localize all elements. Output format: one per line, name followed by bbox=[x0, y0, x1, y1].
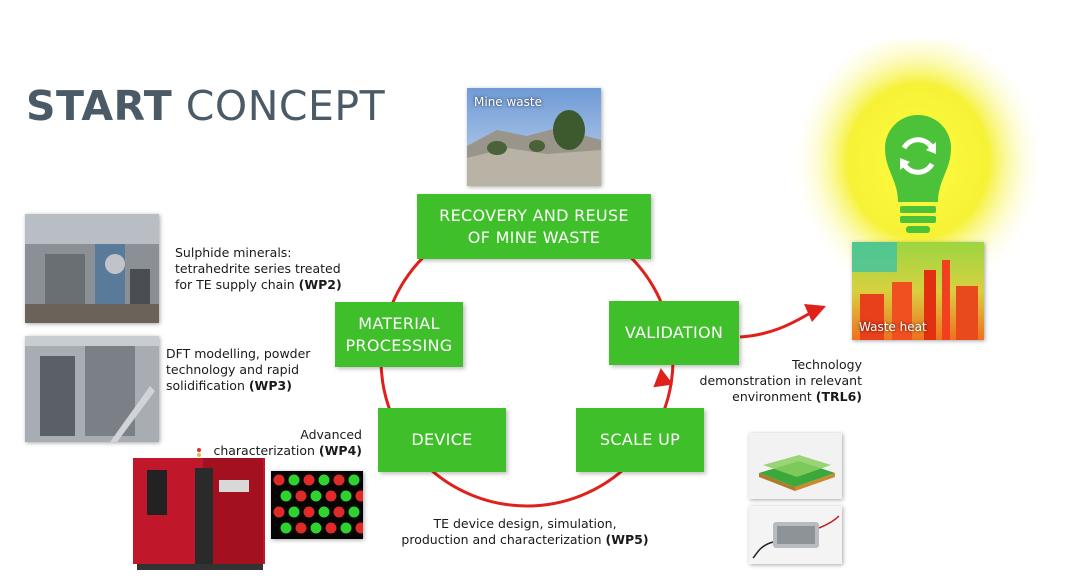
waste-heat-label: Waste heat bbox=[859, 320, 927, 334]
caption-wp4-tag: (WP4) bbox=[318, 443, 362, 458]
mine-waste-label: Mine waste bbox=[474, 95, 542, 109]
caption-wp5-line2: production and characterization bbox=[401, 532, 606, 547]
caption-wp3-line1: DFT modelling, powder bbox=[166, 346, 311, 361]
lattice-dot bbox=[333, 474, 345, 486]
caption-wp3: DFT modelling, powder technology and rap… bbox=[166, 346, 310, 394]
box-device: DEVICE bbox=[378, 408, 506, 472]
box-material-line2: PROCESSING bbox=[345, 335, 453, 355]
lattice-dot bbox=[310, 522, 322, 534]
caption-wp4: Advanced characterization (WP4) bbox=[190, 427, 362, 459]
lattice-dot bbox=[295, 522, 307, 534]
caption-wp3-tag: (WP3) bbox=[248, 378, 292, 393]
caption-trl6-line2: demonstration in relevant bbox=[699, 373, 862, 388]
caption-wp4-line2: characterization bbox=[213, 443, 319, 458]
characterization-machine-photo bbox=[133, 440, 265, 572]
lattice-dot bbox=[280, 522, 292, 534]
box-validation-label: VALIDATION bbox=[624, 323, 724, 342]
title-bold: START bbox=[26, 82, 173, 130]
caption-wp4-line1: Advanced bbox=[300, 427, 362, 442]
caption-wp3-line3: solidification bbox=[166, 378, 249, 393]
page-title: START CONCEPT bbox=[26, 82, 385, 130]
validation-to-heat-arrow bbox=[739, 310, 813, 339]
lattice-dot bbox=[325, 490, 337, 502]
lattice-dot bbox=[318, 506, 330, 518]
box-scale-up: SCALE UP bbox=[576, 408, 704, 472]
box-validation: VALIDATION bbox=[609, 301, 739, 365]
recycle-icon bbox=[901, 137, 935, 175]
lattice-dot bbox=[280, 490, 292, 502]
caption-wp5: TE device design, simulation, production… bbox=[390, 516, 660, 548]
caption-trl6: Technology demonstration in relevant env… bbox=[682, 357, 862, 405]
powder-lab-photo bbox=[25, 336, 159, 442]
caption-trl6-tag: (TRL6) bbox=[815, 389, 862, 404]
caption-trl6-line1: Technology bbox=[791, 357, 862, 372]
caption-wp2-line3: for TE supply chain bbox=[175, 277, 299, 292]
title-light: CONCEPT bbox=[185, 82, 386, 130]
heat-arrowhead bbox=[804, 304, 826, 322]
box-recovery-line2: OF MINE WASTE bbox=[467, 227, 601, 247]
cycle-arrowhead bbox=[653, 368, 674, 388]
box-device-label: DEVICE bbox=[411, 430, 473, 449]
box-material-line1: MATERIAL bbox=[358, 313, 440, 333]
caption-wp2-line2: tetrahedrite series treated bbox=[175, 261, 341, 276]
lattice-dot bbox=[348, 474, 360, 486]
caption-wp5-tag: (WP5) bbox=[605, 532, 649, 547]
lattice-dot bbox=[340, 490, 352, 502]
caption-wp2-line1: Sulphide minerals: bbox=[175, 245, 292, 260]
lattice-dot bbox=[310, 490, 322, 502]
caption-trl6-line3: environment bbox=[732, 389, 816, 404]
sulphide-plant-photo bbox=[25, 214, 159, 323]
microscopy-image bbox=[271, 471, 363, 539]
lattice-dot bbox=[340, 522, 352, 534]
lattice-dot bbox=[288, 474, 300, 486]
lattice-dot bbox=[273, 474, 285, 486]
lattice-dot bbox=[325, 522, 337, 534]
lattice-dot bbox=[348, 506, 360, 518]
lattice-dot bbox=[318, 474, 330, 486]
lattice-dot bbox=[295, 490, 307, 502]
caption-wp2: Sulphide minerals: tetrahedrite series t… bbox=[175, 245, 342, 293]
waste-heat-photo: Waste heat bbox=[852, 242, 984, 340]
lightbulb-icon bbox=[885, 115, 951, 233]
box-scale-up-label: SCALE UP bbox=[599, 430, 681, 449]
lattice-dot bbox=[355, 522, 363, 534]
lattice-dot bbox=[273, 506, 285, 518]
box-recovery-line1: RECOVERY AND REUSE bbox=[439, 205, 629, 225]
lattice-dot bbox=[288, 506, 300, 518]
te-module-photo-bottom bbox=[749, 506, 842, 564]
lattice-dot bbox=[355, 490, 363, 502]
caption-wp5-line1: TE device design, simulation, bbox=[433, 516, 617, 531]
te-module-photo-top bbox=[749, 433, 842, 499]
mine-waste-photo: Mine waste bbox=[467, 88, 601, 186]
lattice-dot bbox=[303, 474, 315, 486]
lattice-dot bbox=[333, 506, 345, 518]
caption-wp2-tag: (WP2) bbox=[298, 277, 342, 292]
lattice-dot bbox=[303, 506, 315, 518]
caption-wp3-line2: technology and rapid bbox=[166, 362, 300, 377]
